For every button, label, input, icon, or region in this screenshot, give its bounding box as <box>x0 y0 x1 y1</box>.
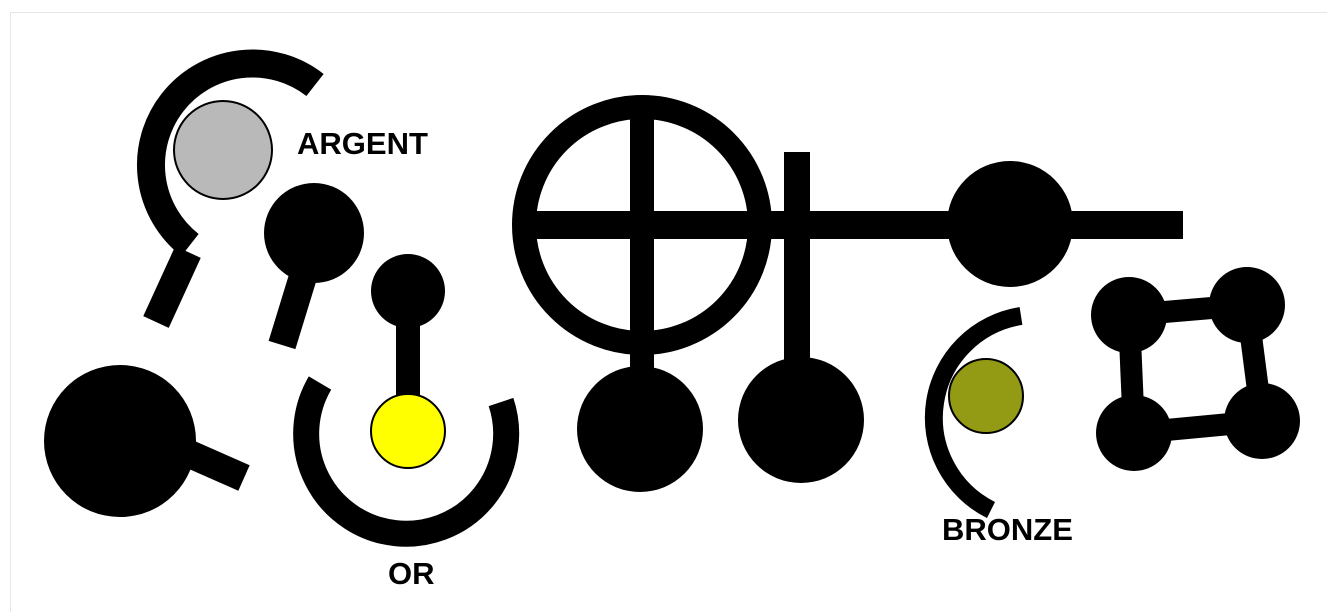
bar-end-disc <box>947 161 1073 287</box>
argent-silver-disc <box>174 101 272 199</box>
argent-small-black-disc <box>264 183 364 283</box>
bronze-label: BRONZE <box>942 512 1073 547</box>
square-disc-bottom-left <box>1096 395 1172 471</box>
bronze-symbol: BRONZE <box>934 316 1073 547</box>
second-lower-disc <box>738 357 864 483</box>
bronze-olive-disc <box>949 359 1023 433</box>
square-disc-top-right <box>1209 267 1285 343</box>
square-disc-top-left <box>1091 277 1167 353</box>
square-disc-bottom-right <box>1224 383 1300 459</box>
argent-label: ARGENT <box>297 126 428 161</box>
or-symbol: OR <box>306 254 506 591</box>
or-gold-disc <box>371 394 445 468</box>
argent-arc-stem <box>156 252 188 322</box>
disc-tail <box>185 452 244 478</box>
disc-with-tail-glyph <box>44 365 244 517</box>
argent-disc-stem <box>282 270 305 345</box>
cross-lower-disc <box>577 366 703 492</box>
large-black-disc <box>44 365 196 517</box>
or-label: OR <box>388 556 435 591</box>
square-linked-circles-glyph <box>1091 267 1300 471</box>
cross-circle-glyph <box>524 107 1183 492</box>
